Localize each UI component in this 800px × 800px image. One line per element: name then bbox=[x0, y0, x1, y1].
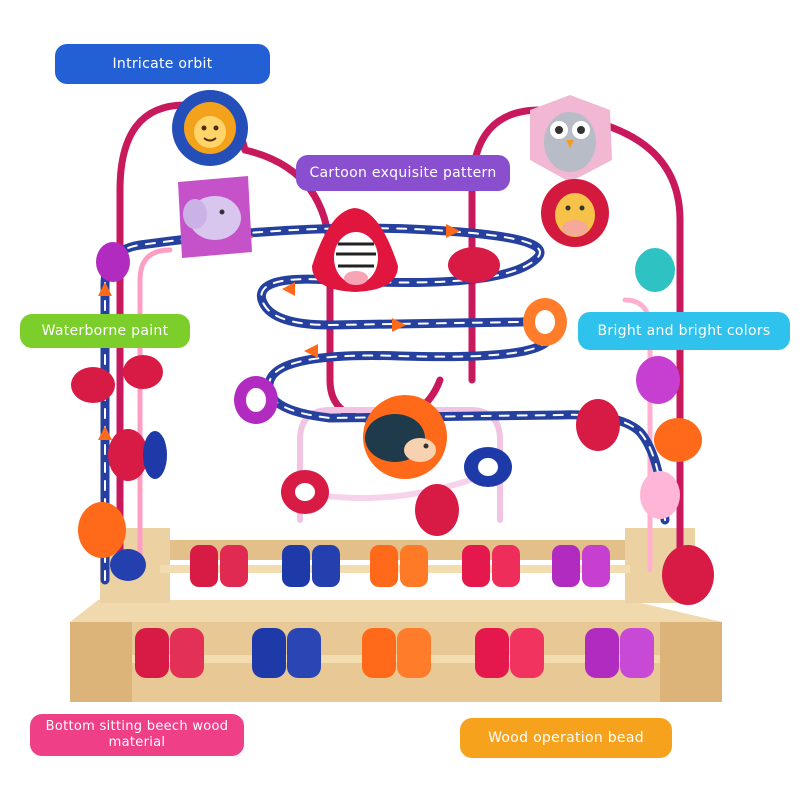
elephant-icon bbox=[178, 176, 252, 258]
rear-abacus-beads bbox=[190, 545, 610, 587]
label-intricate-orbit: Intricate orbit bbox=[55, 44, 270, 84]
owl-icon bbox=[530, 95, 612, 182]
giraffe-icon bbox=[541, 179, 609, 247]
maze-beads bbox=[71, 242, 714, 605]
label-wood-operation-bead: Wood operation bead bbox=[460, 718, 672, 758]
label-cartoon-pattern: Cartoon exquisite pattern bbox=[296, 155, 510, 191]
front-abacus-beads bbox=[135, 628, 654, 678]
spiral-track bbox=[100, 223, 670, 585]
lion-icon bbox=[172, 90, 248, 166]
label-bright-colors: Bright and bright colors bbox=[578, 312, 790, 350]
label-beech-wood-base: Bottom sitting beech wood material bbox=[30, 714, 244, 756]
zebra-icon bbox=[312, 208, 398, 292]
label-waterborne-paint: Waterborne paint bbox=[20, 314, 190, 348]
hedgehog-icon bbox=[363, 395, 447, 479]
